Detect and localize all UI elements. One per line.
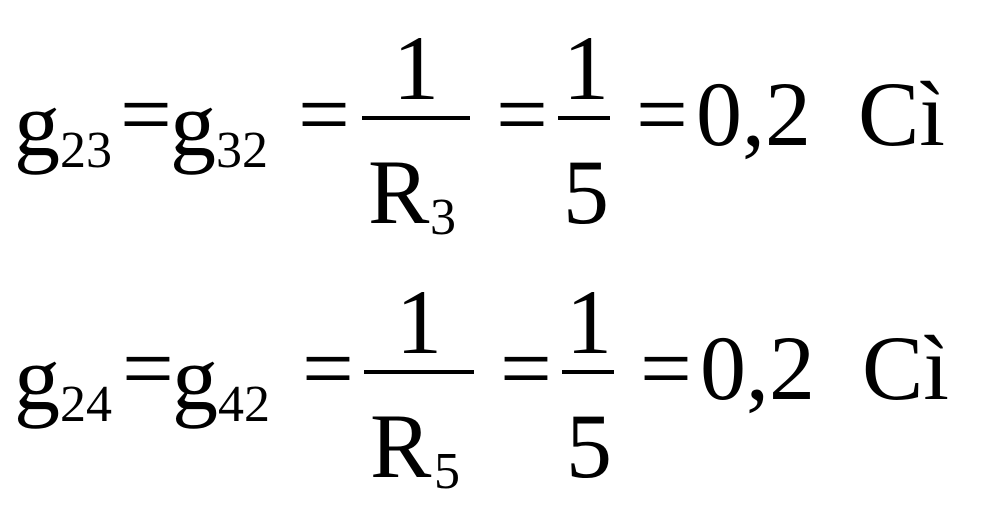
fraction1-numerator: 1 bbox=[393, 17, 439, 119]
lhs-symbol: g bbox=[14, 73, 60, 175]
mid-subscript: 42 bbox=[218, 376, 270, 433]
fraction1-denominator-subscript: 3 bbox=[430, 189, 456, 246]
fraction2-denominator: 5 bbox=[563, 141, 609, 243]
fraction1-bar bbox=[364, 370, 474, 374]
fraction1-denominator-subscript: 5 bbox=[434, 443, 460, 500]
equals-sign: = bbox=[500, 317, 552, 419]
equals-sign: = bbox=[636, 63, 688, 165]
equals-sign: = bbox=[640, 317, 692, 419]
fraction2-denominator: 5 bbox=[566, 395, 612, 497]
lhs-subscript: 24 bbox=[60, 376, 112, 433]
lhs-subscript: 23 bbox=[60, 122, 112, 179]
mid-symbol: g bbox=[172, 327, 218, 429]
unit-label: Cì bbox=[862, 317, 949, 419]
fraction1-bar bbox=[362, 116, 470, 120]
equation-g23: g 23 = g 32 = 1 R 3 = 1 5 = 0,2 Cì bbox=[0, 0, 989, 252]
fraction1-denominator-symbol: R bbox=[370, 395, 432, 497]
fraction2-numerator: 1 bbox=[563, 17, 609, 119]
equals-sign: = bbox=[496, 63, 548, 165]
fraction2-numerator: 1 bbox=[566, 271, 612, 373]
equals-sign: = bbox=[298, 63, 350, 165]
equation-g24: g 24 = g 42 = 1 R 5 = 1 5 = 0,2 Cì bbox=[0, 254, 989, 506]
fraction2-bar bbox=[562, 370, 614, 374]
equals-sign: = bbox=[302, 317, 354, 419]
fraction1-numerator: 1 bbox=[396, 271, 442, 373]
lhs-symbol: g bbox=[14, 327, 60, 429]
result-value: 0,2 bbox=[700, 317, 815, 419]
result-value: 0,2 bbox=[696, 63, 811, 165]
fraction1-denominator-symbol: R bbox=[368, 141, 430, 243]
equals-sign: = bbox=[122, 317, 174, 419]
unit-label: Cì bbox=[858, 63, 945, 165]
equals-sign: = bbox=[120, 63, 172, 165]
mid-subscript: 32 bbox=[216, 122, 268, 179]
fraction2-bar bbox=[558, 116, 610, 120]
mid-symbol: g bbox=[170, 73, 216, 175]
